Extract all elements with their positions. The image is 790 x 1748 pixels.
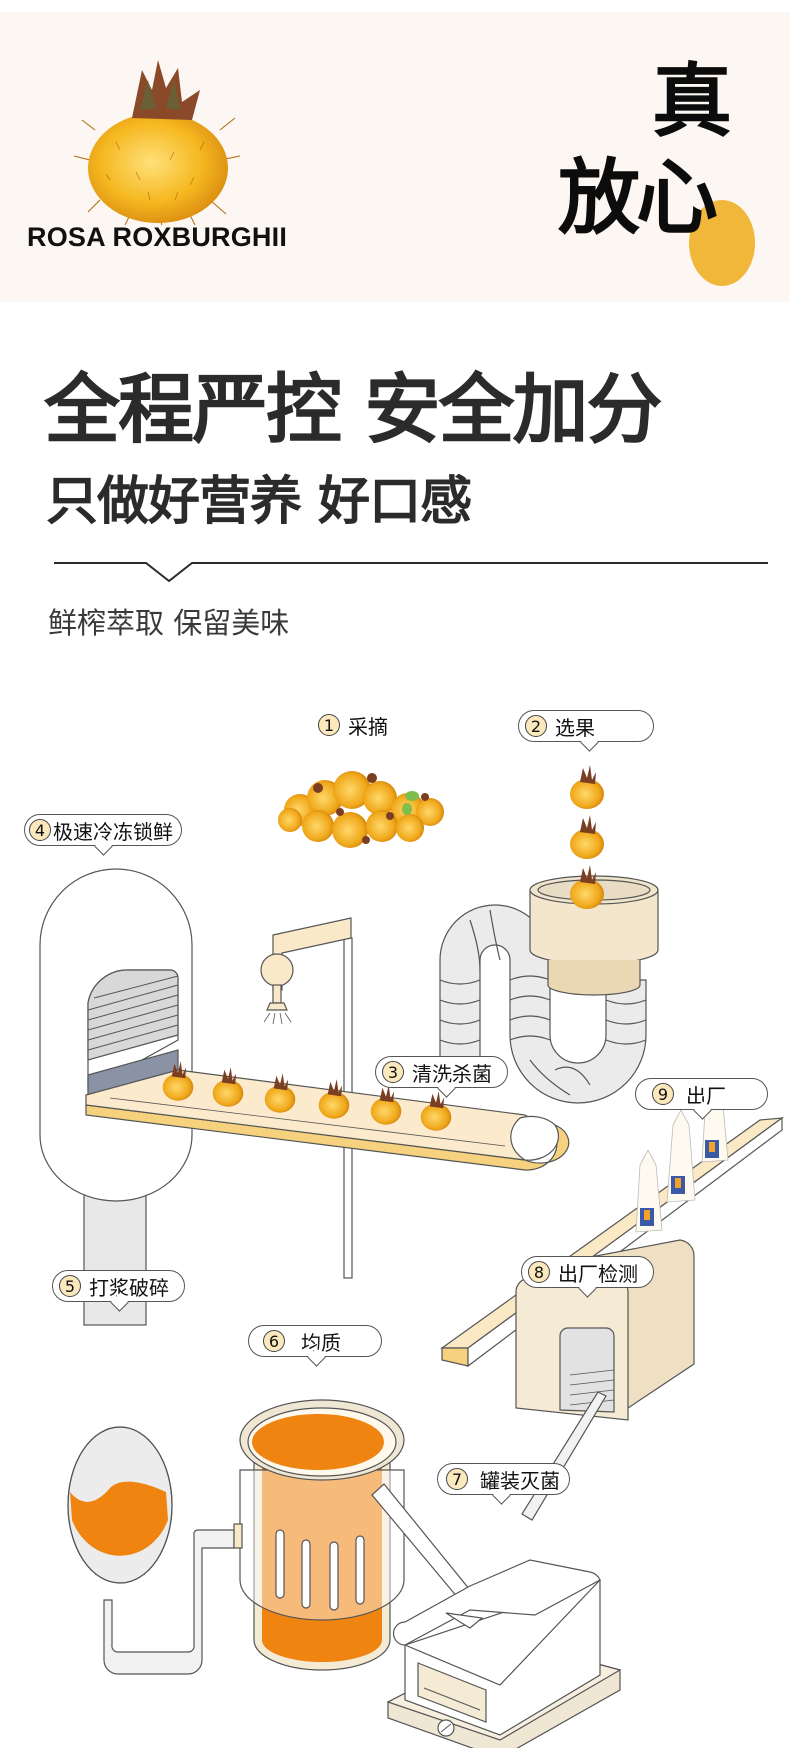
step-number-4: 4: [29, 819, 51, 841]
step-number-3: 3: [382, 1061, 404, 1083]
step-label-8: 8 出厂检测: [521, 1256, 654, 1288]
step-text-1: 采摘: [348, 714, 388, 739]
falling-fruit: [570, 865, 604, 909]
accent-circle: [689, 200, 755, 286]
divider-with-pointer: [54, 562, 768, 583]
conveyor-fruit: [370, 1085, 402, 1125]
step-text-9: 出厂: [686, 1083, 726, 1108]
step-text-3: 清洗杀菌: [412, 1061, 492, 1086]
step-text-5: 打浆破碎: [89, 1275, 169, 1300]
step-label-7: 7 罐装灭菌: [437, 1463, 570, 1495]
step-number-9: 9: [652, 1083, 674, 1105]
step-label-3: 3 清洗杀菌: [375, 1056, 508, 1088]
fruit-heap: [278, 771, 444, 848]
conveyor-fruit: [264, 1073, 296, 1113]
slogan-line-1: 真: [652, 55, 732, 148]
production-process-illustration: [39, 765, 785, 1748]
step-number-2: 2: [525, 715, 547, 737]
slogan-line-2: 放心: [558, 151, 718, 246]
step-number-1: 1: [318, 714, 340, 736]
step-label-2: 2 选果: [518, 710, 654, 742]
step-label-6: 6 均质: [248, 1325, 382, 1357]
step-text-4: 极速冷冻锁鲜: [53, 819, 173, 844]
homogenizer-tank: [233, 1399, 471, 1671]
rosa-roxburghii-fruit-image: [73, 60, 241, 225]
falling-fruit: [570, 765, 604, 809]
tagline: 鲜榨萃取 保留美味: [48, 606, 290, 640]
step-label-1: 1 采摘: [312, 709, 398, 741]
step-label-9: 9 出厂: [635, 1078, 768, 1110]
juice-bowl: [67, 1426, 235, 1675]
step-text-8: 出厂检测: [558, 1261, 638, 1286]
step-number-7: 7: [446, 1468, 468, 1490]
wash-conveyor: [85, 1069, 570, 1171]
step-text-6: 均质: [301, 1330, 341, 1355]
filling-machine: [386, 1559, 622, 1748]
brand-name: ROSA ROXBURGHII: [27, 222, 288, 252]
step-label-5: 5 打浆破碎: [52, 1270, 185, 1302]
juice-pouches: [635, 1079, 729, 1233]
step-text-7: 罐装灭菌: [480, 1468, 560, 1493]
step-number-5: 5: [59, 1275, 81, 1297]
step-text-2: 选果: [555, 715, 595, 740]
conveyor-fruit: [212, 1067, 244, 1107]
falling-fruit: [570, 815, 604, 859]
page-subtitle: 只做好营养 好口感: [46, 472, 472, 532]
step-number-8: 8: [528, 1261, 550, 1283]
page-title: 全程严控 安全加分: [44, 365, 662, 454]
step-label-4: 4 极速冷冻锁鲜: [24, 814, 182, 846]
step-number-6: 6: [263, 1330, 285, 1352]
